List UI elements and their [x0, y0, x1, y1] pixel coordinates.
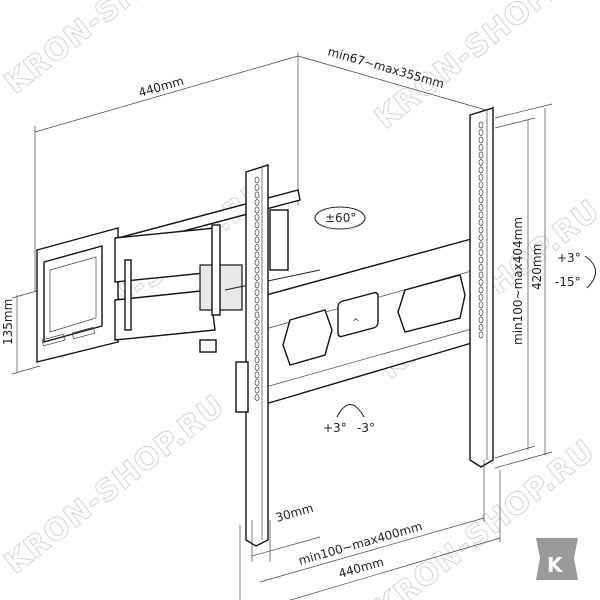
- svg-text:^: ^: [352, 318, 360, 328]
- rail-hole: [254, 326, 260, 334]
- rail-hole: [254, 176, 260, 184]
- rail-hole: [254, 251, 260, 259]
- rail-hole: [254, 319, 260, 326]
- rail-hole: [478, 219, 484, 226]
- rail-hole: [254, 311, 260, 319]
- rail-hole: [254, 199, 260, 206]
- bracket-width-label: 440mm: [337, 555, 385, 581]
- rail-hole: [254, 274, 260, 281]
- rail-hole: [254, 281, 260, 289]
- rail-hole: [478, 226, 484, 234]
- rail-hole: [254, 184, 260, 191]
- rail-hole: [478, 129, 484, 136]
- tilt-indicator: +3° -15°: [555, 251, 596, 289]
- rail-hole: [254, 214, 260, 221]
- rail-hole: [478, 301, 484, 309]
- rail-hole: [478, 331, 484, 339]
- wall-plate-height-label: 135mm: [1, 299, 15, 345]
- arm-width-label: 440mm: [137, 74, 185, 100]
- rail-width-label: 30mm: [274, 501, 315, 525]
- rail-hole: [254, 244, 260, 251]
- rail-hole: [478, 286, 484, 294]
- rail-hole: [254, 221, 260, 229]
- tv-crossbar: ^: [247, 237, 476, 406]
- level-minus-label: -3°: [357, 421, 375, 435]
- vesa-vertical-label: min100~max404mm: [511, 217, 525, 345]
- logo-letter: K: [547, 553, 564, 577]
- wall-plate: [36, 227, 119, 363]
- rail-hole: [254, 341, 260, 349]
- rail-hole: [478, 294, 484, 301]
- rail-hole: [478, 174, 484, 181]
- rail-hole: [478, 234, 484, 241]
- rail-hole: [254, 191, 260, 199]
- right-rail: [469, 107, 494, 468]
- rail-hole: [254, 349, 260, 356]
- rail-hole: [478, 249, 484, 256]
- rail-hole: [478, 241, 484, 249]
- level-plus-label: +3°: [323, 421, 347, 435]
- swivel-label: ±60°: [325, 211, 356, 225]
- rail-hole: [478, 151, 484, 159]
- rail-hole: [254, 386, 260, 394]
- rail-hole: [478, 181, 484, 189]
- rail-hole: [478, 271, 484, 279]
- rail-hole: [478, 324, 484, 331]
- rail-hole: [478, 279, 484, 286]
- right-dimensions: min100~max404mm 420mm: [494, 103, 553, 469]
- rail-hole: [254, 259, 260, 266]
- tilt-up-label: +3°: [557, 251, 581, 265]
- rail-hole: [478, 159, 484, 166]
- rail-hole: [478, 309, 484, 316]
- kron-logo: K: [536, 538, 578, 580]
- rail-hole: [478, 196, 484, 204]
- rail-hole: [254, 356, 260, 364]
- rail-hole: [254, 334, 260, 341]
- rail-hole: [254, 304, 260, 311]
- rail-hole: [478, 121, 484, 129]
- tilt-down-label: -15°: [555, 275, 581, 289]
- bracket-height-label: 420mm: [530, 244, 544, 290]
- swivel-indicator: ±60°: [314, 206, 366, 230]
- rail-hole: [478, 316, 484, 324]
- rail-hole: [254, 229, 260, 236]
- rail-hole: [478, 144, 484, 151]
- wall-plate-dimension: 135mm: [1, 289, 41, 375]
- watermark: KRON-SHOP.RU: [0, 388, 232, 581]
- rail-hole: [254, 266, 260, 274]
- rail-hole: [478, 264, 484, 271]
- rail-hole: [478, 136, 484, 144]
- rail-hole: [478, 189, 484, 196]
- rail-hole: [478, 204, 484, 211]
- rail-hole: [254, 289, 260, 296]
- rail-hole: [478, 166, 484, 174]
- rail-hole: [254, 364, 260, 371]
- rail-hole: [254, 371, 260, 379]
- level-indicator: +3° -3°: [323, 404, 375, 435]
- rail-hole: [478, 211, 484, 219]
- rail-hole: [254, 296, 260, 304]
- left-rail: [235, 164, 269, 547]
- rail-hole: [254, 206, 260, 214]
- rail-hole: [254, 236, 260, 244]
- rail-hole: [254, 394, 260, 401]
- rail-hole: [254, 379, 260, 386]
- watermark: KRON-SHOP.RU: [0, 0, 232, 101]
- rail-hole: [478, 256, 484, 264]
